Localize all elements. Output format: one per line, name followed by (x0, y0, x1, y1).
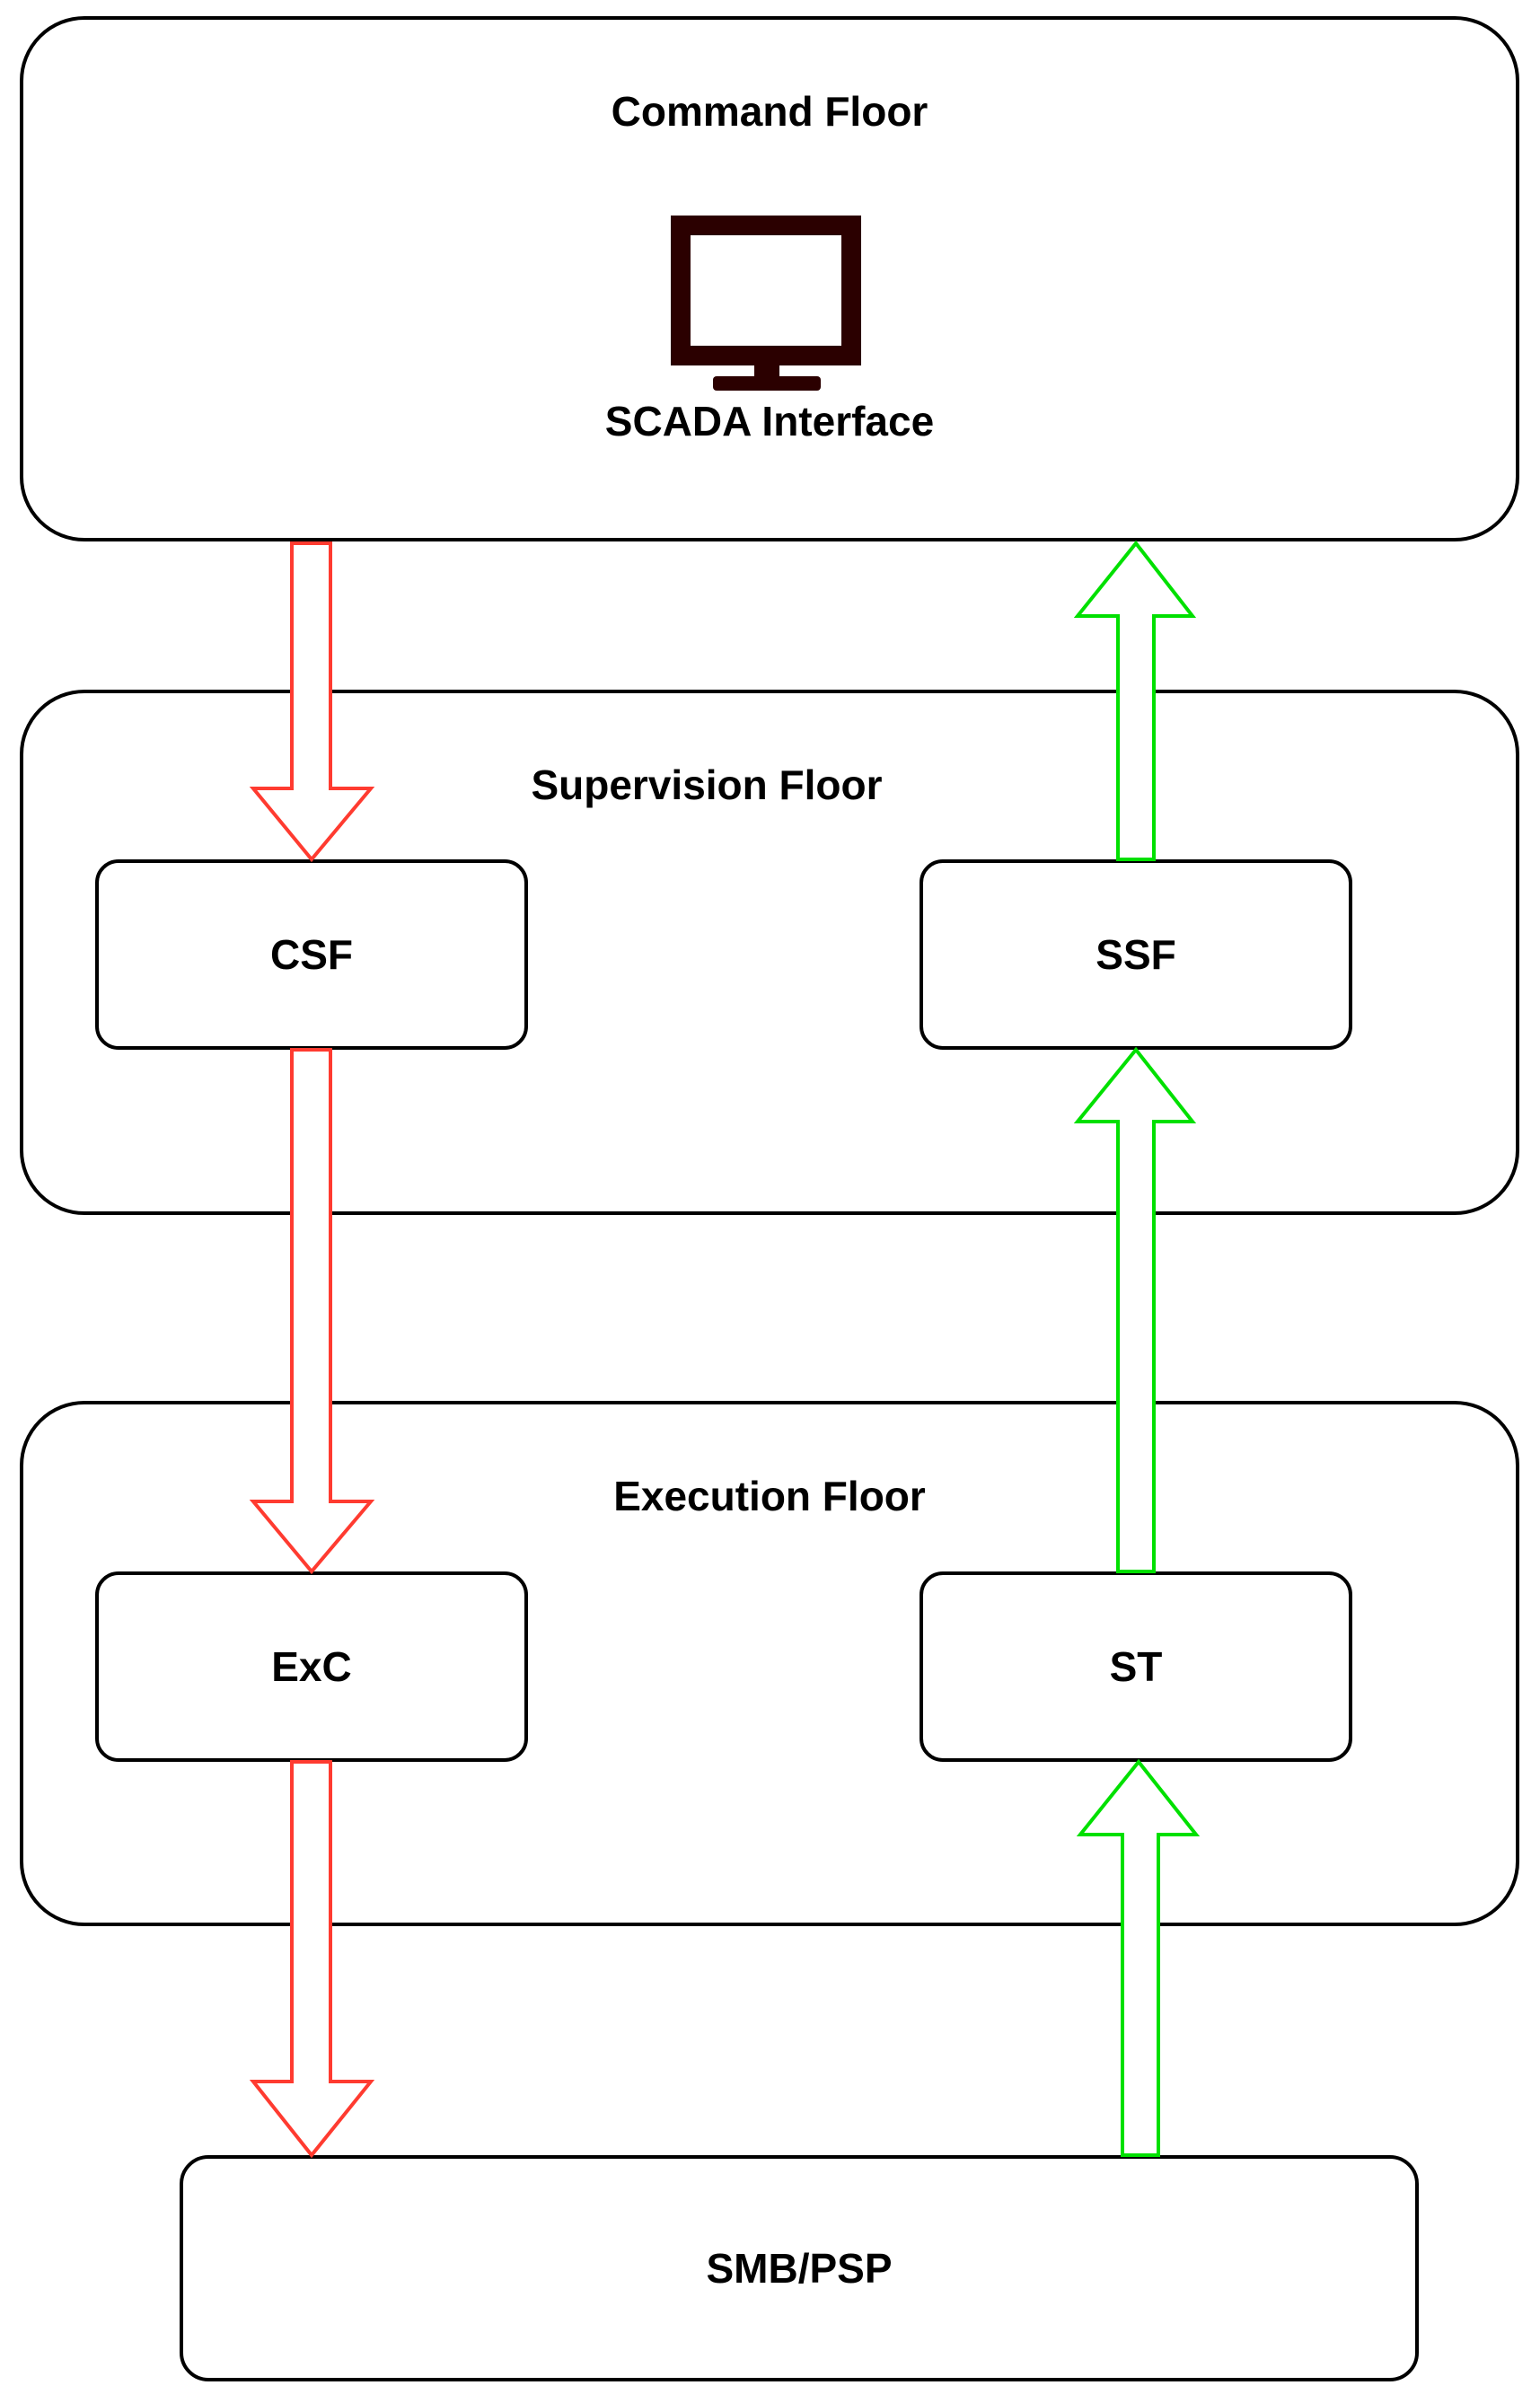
command-floor: Command Floor SCADA Interface (20, 16, 1519, 541)
scada-interface-label: SCADA Interface (604, 398, 935, 445)
status-arrow-up (1073, 540, 1197, 861)
exc-label: ExC (271, 1643, 352, 1690)
smb-psp-label: SMB/PSP (706, 2245, 893, 2292)
execution-floor-title: Execution Floor (613, 1473, 926, 1519)
ssf-label: SSF (1096, 931, 1176, 978)
command-arrow-down (249, 541, 375, 863)
command-arrow-down (249, 1048, 375, 1575)
supervision-floor-title: Supervision Floor (531, 761, 883, 808)
monitor-icon (671, 216, 861, 391)
ssf-box[interactable]: SSF (920, 859, 1352, 1050)
status-arrow-up (1073, 1046, 1197, 1573)
status-arrow-up (1076, 1758, 1201, 2157)
command-floor-title: Command Floor (611, 88, 928, 135)
command-arrow-down (249, 1760, 375, 2159)
st-label: ST (1109, 1643, 1163, 1690)
csf-box[interactable]: CSF (95, 859, 528, 1050)
csf-label: CSF (270, 931, 353, 978)
smb-psp-box[interactable]: SMB/PSP (180, 2155, 1419, 2381)
